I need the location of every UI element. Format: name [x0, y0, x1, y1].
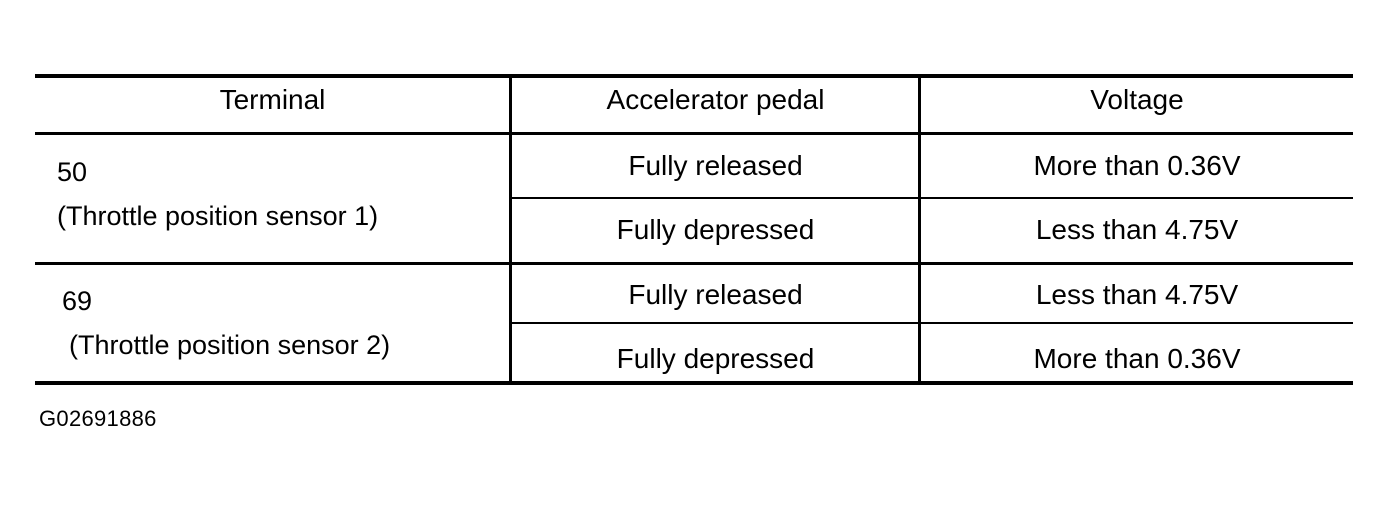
column-header-terminal: Terminal — [219, 84, 326, 115]
column-header-voltage: Voltage — [1090, 84, 1184, 115]
terminal-number: 50 — [57, 157, 88, 187]
pedal-cell-group1-row1: Fully released — [628, 150, 803, 181]
terminal-number: 69 — [62, 286, 93, 316]
voltage-cell-group1-row1: More than 0.36V — [1033, 150, 1241, 181]
table-header-separator — [35, 132, 1353, 135]
column-divider-terminal — [509, 74, 512, 385]
voltage-cell-group2-row1: Less than 4.75V — [1035, 279, 1239, 310]
pedal-cell-group1-row2: Fully depressed — [616, 214, 815, 245]
terminal-cell-group-1: 50 (Throttle position sensor 1) — [57, 159, 378, 230]
terminal-cell-group-2: 69 (Throttle position sensor 2) — [62, 288, 390, 359]
table-top-border — [35, 74, 1353, 78]
row-separator-group1-inner — [510, 197, 1353, 199]
row-separator-group2-inner — [510, 322, 1353, 324]
pedal-cell-group2-row1: Fully released — [628, 279, 803, 310]
figure-caption: G02691886 — [39, 406, 157, 431]
column-divider-voltage — [918, 74, 921, 385]
terminal-description: (Throttle position sensor 1) — [57, 201, 379, 231]
voltage-cell-group2-row2: More than 0.36V — [1033, 343, 1241, 374]
table-bottom-border — [35, 381, 1353, 385]
column-header-accelerator-pedal: Accelerator pedal — [606, 84, 825, 115]
pedal-cell-group2-row2: Fully depressed — [616, 343, 815, 374]
table-group-separator — [35, 262, 1353, 265]
voltage-cell-group1-row2: Less than 4.75V — [1035, 214, 1239, 245]
terminal-description: (Throttle position sensor 2) — [69, 330, 391, 360]
